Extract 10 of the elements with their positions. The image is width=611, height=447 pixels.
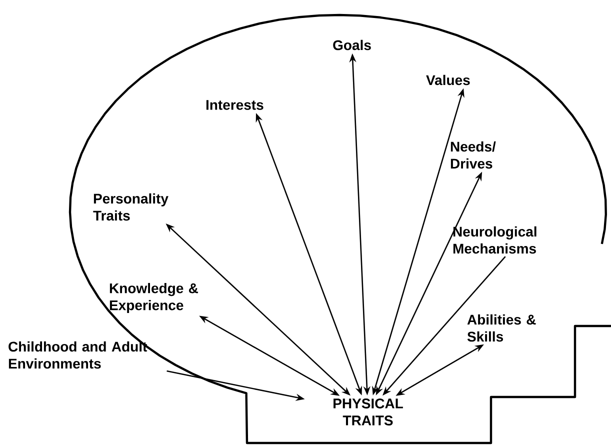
- trait-label: Personality Traits: [93, 193, 168, 221]
- trait-label: Childhood and Adult Environments: [8, 341, 148, 369]
- trait-label: Goals: [333, 40, 371, 50]
- trait-label: Values: [426, 74, 470, 86]
- trait-label: Abilities & Skills: [467, 314, 536, 342]
- center-label: PHYSICAL TRAITS: [334, 398, 403, 426]
- trait-label: Interests: [206, 100, 264, 110]
- trait-label: Knowledge & Experience: [110, 282, 198, 314]
- trait-label: Neurological Mechanisms: [453, 226, 536, 254]
- trait-label: Needs/ Drives: [450, 141, 496, 169]
